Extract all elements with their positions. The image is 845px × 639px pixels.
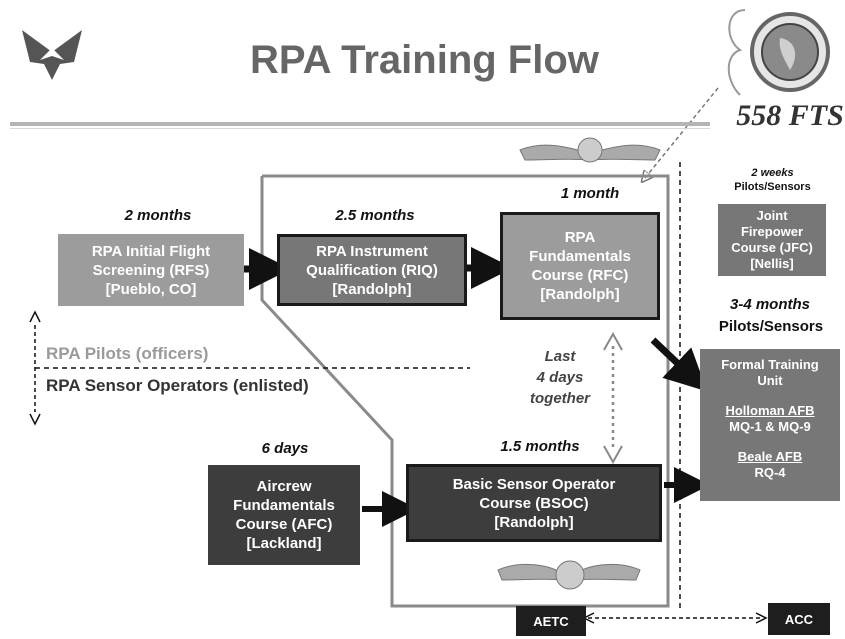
aetc-tag: AETC <box>516 606 586 636</box>
riq-line-1: RPA Instrument <box>316 242 428 260</box>
together-note-line-3: together <box>530 390 590 407</box>
ftu-base-2: Beale AFB <box>737 449 803 464</box>
rfc-line-1: RPA <box>564 229 596 246</box>
ftu-audience: Pilots/Sensors <box>718 318 824 335</box>
ftu-base-2-detail: RQ-4 <box>754 465 786 480</box>
rfc-duration: 1 month <box>560 185 620 202</box>
riq-box: RPA Instrument Qualification (RIQ) [Rand… <box>277 234 467 306</box>
sensor-wings-icon <box>497 560 641 590</box>
ftu-title-line-1: Formal Training <box>721 357 819 372</box>
jfc-duration-line-2: Pilots/Sensors <box>734 181 811 193</box>
page-title: RPA Training Flow <box>250 38 599 82</box>
air-force-logo-icon <box>22 30 82 80</box>
rfs-box: RPA Initial Flight Screening (RFS) [Pueb… <box>58 234 244 306</box>
jfc-duration: 2 weeks Pilots/Sensors <box>715 166 830 194</box>
sensors-track-label: RPA Sensor Operators (enlisted) <box>46 376 309 395</box>
ftu-base-1-detail: MQ-1 & MQ-9 <box>729 419 811 434</box>
together-note-line-1: Last <box>544 348 576 365</box>
bsoc-line-3: [Randolph] <box>494 513 574 531</box>
together-note: Last 4 days together <box>515 346 605 409</box>
jfc-line-3: Course (JFC) <box>731 240 813 255</box>
ftu-title-line-2: Unit <box>757 373 783 388</box>
jfc-box: Joint Firepower Course (JFC) [Nellis] <box>718 204 826 276</box>
bsoc-duration: 1.5 months <box>500 438 580 455</box>
riq-duration: 2.5 months <box>335 207 415 224</box>
bsoc-line-2: Course (BSOC) <box>479 494 589 512</box>
afc-box: Aircrew Fundamentals Course (AFC) [Lackl… <box>208 465 360 565</box>
afc-duration: 6 days <box>261 440 309 457</box>
rfc-line-2: Fundamentals <box>529 248 631 265</box>
afc-line-4: [Lackland] <box>246 535 322 552</box>
rfs-line-1: RPA Initial Flight <box>91 242 211 260</box>
svg-text:558 FTS: 558 FTS <box>736 99 844 132</box>
afc-line-2: Fundamentals <box>233 497 335 514</box>
ftu-duration: 3-4 months <box>729 296 810 313</box>
bsoc-line-1: Basic Sensor Operator <box>452 475 616 493</box>
acc-tag: ACC <box>768 603 830 635</box>
rfc-box: RPA Fundamentals Course (RFC) [Randolph] <box>500 212 660 320</box>
rfc-line-3: Course (RFC) <box>531 267 629 284</box>
jfc-duration-line-1: 2 weeks <box>751 167 794 179</box>
jfc-line-2: Firepower <box>740 224 804 239</box>
afc-line-3: Course (AFC) <box>235 516 333 533</box>
squadron-patch-icon: 558 FTS <box>727 9 844 132</box>
header-divider <box>10 122 710 126</box>
afc-line-1: Aircrew <box>256 478 312 495</box>
ftu-base-1: Holloman AFB <box>725 403 815 418</box>
rfs-duration: 2 months <box>124 207 192 224</box>
rfc-line-4: [Randolph] <box>540 286 620 303</box>
rfs-line-3: [Pueblo, CO] <box>105 280 197 298</box>
pilots-track-label: RPA Pilots (officers) <box>46 344 209 363</box>
riq-line-3: [Randolph] <box>332 280 412 298</box>
bsoc-box: Basic Sensor Operator Course (BSOC) [Ran… <box>406 464 662 542</box>
pilot-wings-icon <box>519 137 661 163</box>
riq-line-2: Qualification (RIQ) <box>306 261 438 279</box>
jfc-line-4: [Nellis] <box>750 256 794 271</box>
jfc-line-1: Joint <box>756 208 788 223</box>
rfs-line-2: Screening (RFS) <box>92 261 210 279</box>
together-note-line-2: 4 days <box>536 369 584 386</box>
ftu-box: Formal Training Unit Holloman AFB MQ-1 &… <box>700 349 840 501</box>
header-divider-thin <box>10 128 710 129</box>
